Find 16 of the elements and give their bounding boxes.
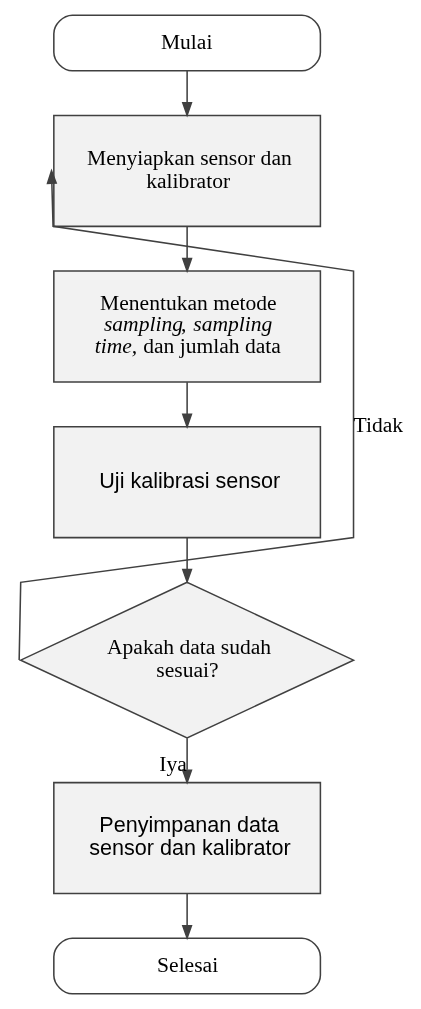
node-box: Uji kalibrasi sensor (52, 425, 321, 539)
arrow (17, 168, 354, 661)
arrow (181, 70, 192, 118)
node-box: Menyiapkan sensor dan kalibrator (52, 114, 321, 228)
node-box: Menentukan metode sampling, sampling time, dan jumlah data (52, 270, 321, 383)
arrow (181, 225, 192, 274)
edge-label: Iya (158, 752, 187, 777)
arrow (181, 537, 192, 585)
arrow (181, 737, 192, 785)
node-box: Penyimpanan data sensor dan kalibrator (52, 781, 321, 895)
node-diamond: Apakah data sudah sesuai? (18, 581, 355, 739)
node-box: Mulai (52, 14, 321, 72)
arrow (181, 893, 192, 941)
arrow (181, 381, 192, 429)
edge-label: Tidak (353, 413, 403, 438)
node-box: Selesai (52, 937, 321, 995)
